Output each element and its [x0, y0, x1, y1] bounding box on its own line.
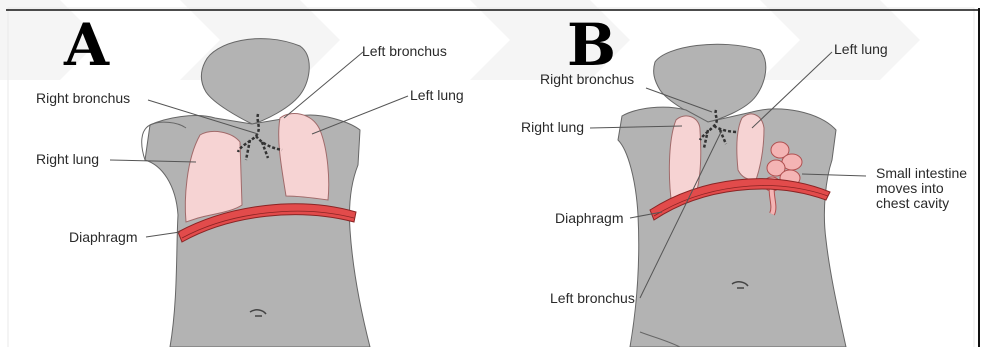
panel-b-label-right-bronchus: Right bronchus [540, 72, 634, 87]
panel-b-label-diaphragm: Diaphragm [555, 211, 623, 226]
panel-a-label-diaphragm: Diaphragm [69, 230, 137, 245]
panel-b-label-right-lung: Right lung [521, 120, 584, 135]
small-intestine-line-2: moves into [876, 181, 976, 196]
panel-a-label-left-bronchus: Left bronchus [362, 44, 447, 59]
panel-b-label-small-intestine: Small intestine moves into chest cavity [876, 166, 976, 211]
panel-a-letter: A [64, 16, 109, 74]
panel-b-label-left-bronchus: Left bronchus [550, 291, 635, 306]
panel-b-label-left-lung: Left lung [834, 42, 888, 57]
background-chevrons [0, 0, 920, 80]
small-intestine-line-3: chest cavity [876, 196, 976, 211]
panel-a-label-left-lung: Left lung [410, 88, 464, 103]
small-intestine-line-1: Small intestine [876, 166, 976, 181]
panel-b-letter: B [567, 16, 616, 74]
panel-a-label-right-lung: Right lung [36, 152, 99, 167]
panel-a-label-right-bronchus: Right bronchus [36, 91, 130, 106]
panel-a-body [142, 39, 370, 347]
